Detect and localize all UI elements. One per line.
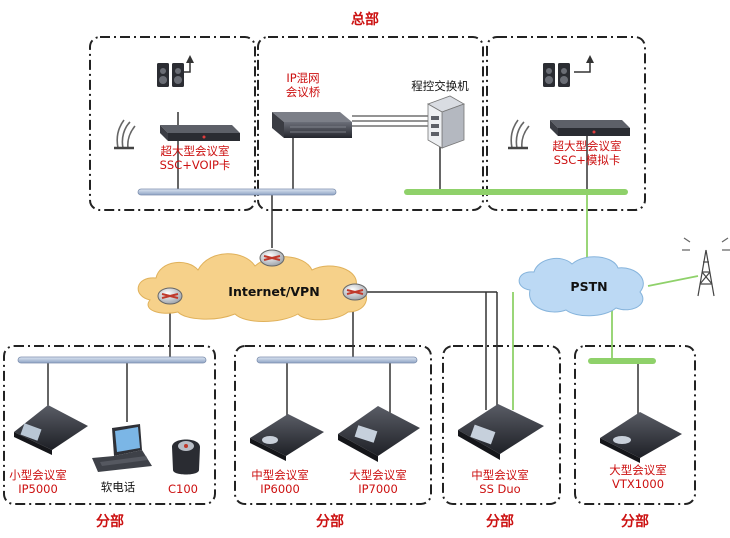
hq-right-room-box bbox=[486, 36, 646, 211]
hq-left-room-box bbox=[89, 36, 256, 211]
pstn-lines bbox=[512, 192, 699, 410]
ip5000-label-1: 小型会议室 bbox=[9, 468, 67, 482]
branch-4-box bbox=[574, 345, 696, 505]
router-icon bbox=[259, 249, 285, 267]
conference-phone-ip7000-icon bbox=[338, 406, 420, 462]
branch-1-bus bbox=[17, 356, 207, 364]
branch-2-title: 分部 bbox=[316, 513, 344, 530]
pbx-label: 程控交换机 bbox=[411, 79, 469, 93]
speaker-icon bbox=[543, 63, 570, 87]
branch-4-title: 分部 bbox=[621, 513, 649, 530]
hq-title: 总部 bbox=[351, 11, 379, 28]
branch-3-box bbox=[442, 345, 561, 505]
vtx1000-label-2: VTX1000 bbox=[612, 477, 664, 491]
ip7000-label-2: IP7000 bbox=[358, 482, 398, 496]
c100-label: C100 bbox=[168, 482, 198, 496]
branch-3-title: 分部 bbox=[486, 513, 514, 530]
ss-duo-label-1: 中型会议室 bbox=[471, 468, 529, 482]
router-icon bbox=[157, 287, 183, 305]
video-codec-icon bbox=[160, 125, 240, 141]
speaker-icon bbox=[157, 63, 184, 87]
hq-right-room-label-2: SSC+模拟卡 bbox=[554, 153, 621, 167]
hq-left-room-label-1: 超大型会议室 bbox=[161, 144, 230, 158]
hq-left-room-label-2: SSC+VOIP卡 bbox=[160, 158, 231, 172]
radio-tower-icon bbox=[682, 237, 730, 297]
internet-vpn-label: Internet/VPN bbox=[228, 284, 319, 299]
branch-1-box bbox=[3, 345, 216, 505]
hq-center-box bbox=[257, 36, 484, 211]
bridge-pbx-link bbox=[352, 115, 428, 127]
conference-phone-ip6000-icon bbox=[250, 414, 324, 461]
pstn-label: PSTN bbox=[570, 279, 607, 294]
video-codec-icon bbox=[550, 120, 630, 136]
pbx-switch-icon bbox=[427, 95, 465, 149]
ip7000-label-1: 大型会议室 bbox=[349, 468, 407, 482]
c100-speakerphone-icon bbox=[172, 439, 200, 475]
ip5000-label-2: IP5000 bbox=[18, 482, 58, 496]
hq-lan-bus bbox=[137, 188, 337, 196]
bridge-label-1: IP混网 bbox=[286, 71, 319, 85]
ss-duo-label-2: SS Duo bbox=[479, 482, 520, 496]
hq-pstn-bus bbox=[404, 189, 628, 195]
softphone-label: 软电话 bbox=[101, 480, 136, 494]
arrow-up-icon bbox=[586, 55, 594, 63]
arrow-up-icon bbox=[186, 55, 194, 63]
branch-1-title: 分部 bbox=[96, 513, 124, 530]
conference-phone-ip5000-icon bbox=[14, 405, 88, 455]
conference-phone-ss-duo-icon bbox=[458, 404, 544, 460]
ip6000-label-1: 中型会议室 bbox=[251, 468, 309, 482]
hq-right-room-label-1: 超大型会议室 bbox=[553, 139, 622, 153]
pstn-cloud bbox=[518, 256, 644, 317]
bridge-label-2: 会议桥 bbox=[286, 85, 321, 99]
microphone-icon bbox=[508, 119, 530, 150]
router-icon bbox=[342, 283, 368, 301]
ip6000-label-2: IP6000 bbox=[260, 482, 300, 496]
branch-4-bus bbox=[588, 358, 656, 364]
microphone-icon bbox=[114, 119, 136, 150]
conference-phone-vtx1000-icon bbox=[600, 412, 682, 463]
conference-bridge-server-icon bbox=[272, 112, 352, 138]
branch-2-box bbox=[234, 345, 432, 505]
branch-2-bus bbox=[256, 356, 418, 364]
connection-lines bbox=[47, 58, 639, 422]
laptop-softphone-icon bbox=[92, 424, 152, 472]
vtx1000-label-1: 大型会议室 bbox=[609, 463, 667, 477]
